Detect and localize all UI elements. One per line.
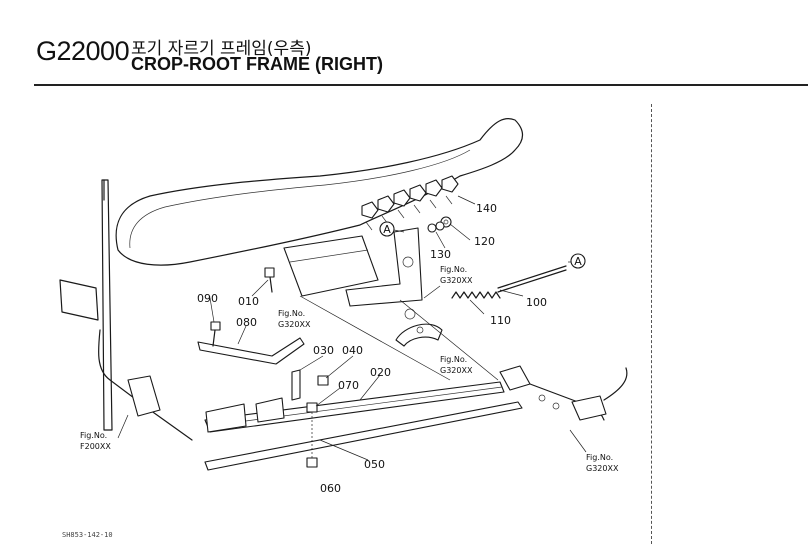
page-title-english: CROP-ROOT FRAME (RIGHT) (131, 54, 383, 74)
part-140-cover-inner (129, 149, 471, 249)
callout-140: 140 (476, 202, 497, 215)
fig-ref-g320xx-4: Fig.No. G320XX (586, 453, 619, 473)
callout-010: 010 (238, 295, 259, 308)
left-frame-rail (101, 179, 113, 431)
svg-text:Fig.No.: Fig.No. (278, 309, 305, 318)
callout-040: 040 (342, 344, 363, 357)
part-010-plate (283, 235, 379, 297)
part-090-bolt (210, 321, 221, 347)
part-060-bolt (306, 412, 318, 468)
marker-a-circle-2 (570, 253, 586, 269)
bracket-upper (345, 227, 423, 307)
svg-text:G320XX: G320XX (586, 464, 619, 473)
callout-100: 100 (526, 296, 547, 309)
part-140-cover (115, 118, 524, 266)
svg-text:Fig.No.: Fig.No. (440, 265, 467, 274)
part-010-bolt (264, 267, 275, 293)
fig-ref-g320xx-2: Fig.No. G320XX (278, 309, 311, 329)
part-140-claws (361, 175, 459, 231)
svg-text:Fig.No.: Fig.No. (80, 431, 107, 440)
fig-ref-g320xx-1: Fig.No. G320XX (440, 265, 473, 285)
callout-030: 030 (313, 344, 334, 357)
footer-code: SH853-142-10 (62, 531, 113, 539)
part-070-bolt (306, 402, 318, 413)
part-040-nut (317, 375, 329, 386)
page-title-korean: 포기 자르기 프레임(우측) (131, 39, 312, 59)
callout-090: 090 (197, 292, 218, 305)
svg-text:Fig.No.: Fig.No. (586, 453, 613, 462)
part-100-rod (497, 265, 567, 289)
part-110-spring (451, 291, 501, 299)
marker-a-1: A (383, 223, 391, 236)
page-code: G22000 (36, 36, 130, 66)
column-divider (651, 104, 652, 544)
svg-text:F200XX: F200XX (80, 442, 111, 451)
marker-a-circle-1 (379, 221, 395, 237)
callout-050: 050 (364, 458, 385, 471)
part-130-washer (427, 221, 445, 233)
callout-130: 130 (430, 248, 451, 261)
callout-070: 070 (338, 379, 359, 392)
header-divider (34, 84, 808, 86)
svg-text:G320XX: G320XX (440, 366, 473, 375)
part-050-lower-bar (204, 401, 523, 471)
svg-text:G320XX: G320XX (278, 320, 311, 329)
svg-text:G320XX: G320XX (440, 276, 473, 285)
callout-120: 120 (474, 235, 495, 248)
part-080-arm (197, 337, 305, 365)
fig-ref-g320xx-3: Fig.No. G320XX (440, 355, 473, 375)
callout-080: 080 (236, 316, 257, 329)
callout-060: 060 (320, 482, 341, 495)
part-030-bracket (291, 369, 301, 401)
fig-ref-f200xx: Fig.No. F200XX (80, 431, 111, 451)
callout-020: 020 (370, 366, 391, 379)
marker-a-2: A (574, 255, 582, 268)
svg-text:Fig.No.: Fig.No. (440, 355, 467, 364)
callout-110: 110 (490, 314, 511, 327)
